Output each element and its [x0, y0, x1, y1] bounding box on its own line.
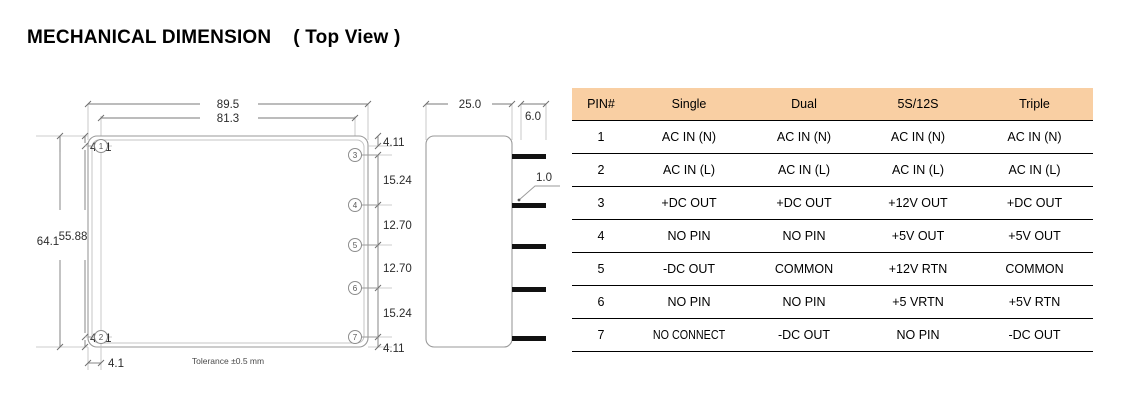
pin-marker-label-7: 7 [353, 333, 358, 342]
dim-left-inner: 55.88 [59, 231, 88, 243]
cell-value: +DC OUT [630, 186, 748, 220]
cell-pin-number: 6 [572, 285, 630, 319]
cell-value: AC IN (N) [748, 120, 860, 154]
cell-value: NO CONNECT [630, 318, 748, 352]
dim-right-seg4: 15.24 [383, 308, 412, 320]
cell-pin-number: 2 [572, 153, 630, 187]
pin-marker-6 [348, 281, 362, 295]
dim-right-seg1: 15.24 [383, 175, 412, 187]
mechanical-drawing: 89.5 81.3 64.1 55.88 4.11 4.11 4.1 Toler… [0, 80, 560, 400]
dim-right-bottom-gap: 4.11 [383, 343, 405, 355]
side-view-pins [512, 154, 546, 341]
table-header-row: PIN# Single Dual 5S/12S Triple [572, 88, 1093, 121]
col-header-pin: PIN# [572, 88, 630, 121]
dim-right-seg3: 12.70 [383, 263, 412, 275]
cell-value: +5V RTN [976, 285, 1093, 319]
pin-marker-5 [348, 238, 362, 252]
pin-marker-label-6: 6 [353, 284, 358, 293]
dim-top-outer: 89.5 [217, 99, 239, 111]
cell-pin-number: 3 [572, 186, 630, 220]
page-title: MECHANICAL DIMENSION ( Top View ) [27, 27, 401, 48]
cell-value: NO PIN [860, 318, 976, 352]
cell-value: +DC OUT [976, 186, 1093, 220]
cell-value: -DC OUT [976, 318, 1093, 352]
cell-value: COMMON [748, 252, 860, 286]
cell-value: AC IN (N) [630, 120, 748, 154]
cell-value: NO PIN [630, 285, 748, 319]
cell-value: AC IN (L) [860, 153, 976, 187]
cell-value: COMMON [976, 252, 1093, 286]
cell-value: AC IN (L) [748, 153, 860, 187]
cell-value: AC IN (L) [630, 153, 748, 187]
pin-marker-3 [348, 148, 362, 162]
cell-value: AC IN (N) [860, 120, 976, 154]
cell-value: NO PIN [630, 219, 748, 253]
pin-marker-7 [348, 330, 362, 344]
cell-value: +12V RTN [860, 252, 976, 286]
dim-pin-thickness: 1.0 [536, 172, 552, 184]
cell-value: +5 VRTN [860, 285, 976, 319]
dim-top-inner: 81.3 [217, 113, 239, 125]
cell-value: -DC OUT [630, 252, 748, 286]
pin-marker-2 [94, 330, 108, 344]
side-view-body [425, 135, 513, 348]
cell-value: -DC OUT [748, 318, 860, 352]
pin-marker-label-1: 1 [99, 142, 104, 151]
cell-pin-number: 5 [572, 252, 630, 286]
cell-value: +5V OUT [860, 219, 976, 253]
col-header-single: Single [630, 88, 748, 121]
cell-value: +12V OUT [860, 186, 976, 220]
pin-marker-label-2: 2 [99, 333, 104, 342]
cell-value: AC IN (N) [976, 120, 1093, 154]
cell-value: AC IN (L) [976, 153, 1093, 187]
dim-bottom-offset: 4.1 [108, 358, 124, 370]
col-header-5s12s: 5S/12S [860, 88, 976, 121]
dim-right-top-gap: 4.11 [383, 137, 405, 149]
pin-marker-label-4: 4 [353, 201, 358, 210]
dim-pin-length: 6.0 [525, 111, 541, 123]
cell-value: NO PIN [748, 219, 860, 253]
col-header-triple: Triple [976, 88, 1093, 121]
cell-pin-number: 4 [572, 219, 630, 253]
cell-pin-number: 7 [572, 318, 630, 352]
tolerance-note: Tolerance ±0.5 mm [192, 356, 264, 366]
pin-marker-label-5: 5 [353, 241, 358, 250]
pin-marker-4 [348, 198, 362, 212]
cell-value: NO PIN [748, 285, 860, 319]
table-row: 3+DC OUT+DC OUT+12V OUT+DC OUT [572, 186, 1093, 220]
cell-pin-number: 1 [572, 120, 630, 154]
cell-value: +DC OUT [748, 186, 860, 220]
pin-marker-label-3: 3 [353, 151, 358, 160]
col-header-dual: Dual [748, 88, 860, 121]
dim-side-width: 25.0 [459, 99, 481, 111]
cell-value: +5V OUT [976, 219, 1093, 253]
pin-marker-1 [94, 139, 108, 153]
dim-left-overall: 64.1 [37, 236, 59, 248]
dim-right-seg2: 12.70 [383, 220, 412, 232]
